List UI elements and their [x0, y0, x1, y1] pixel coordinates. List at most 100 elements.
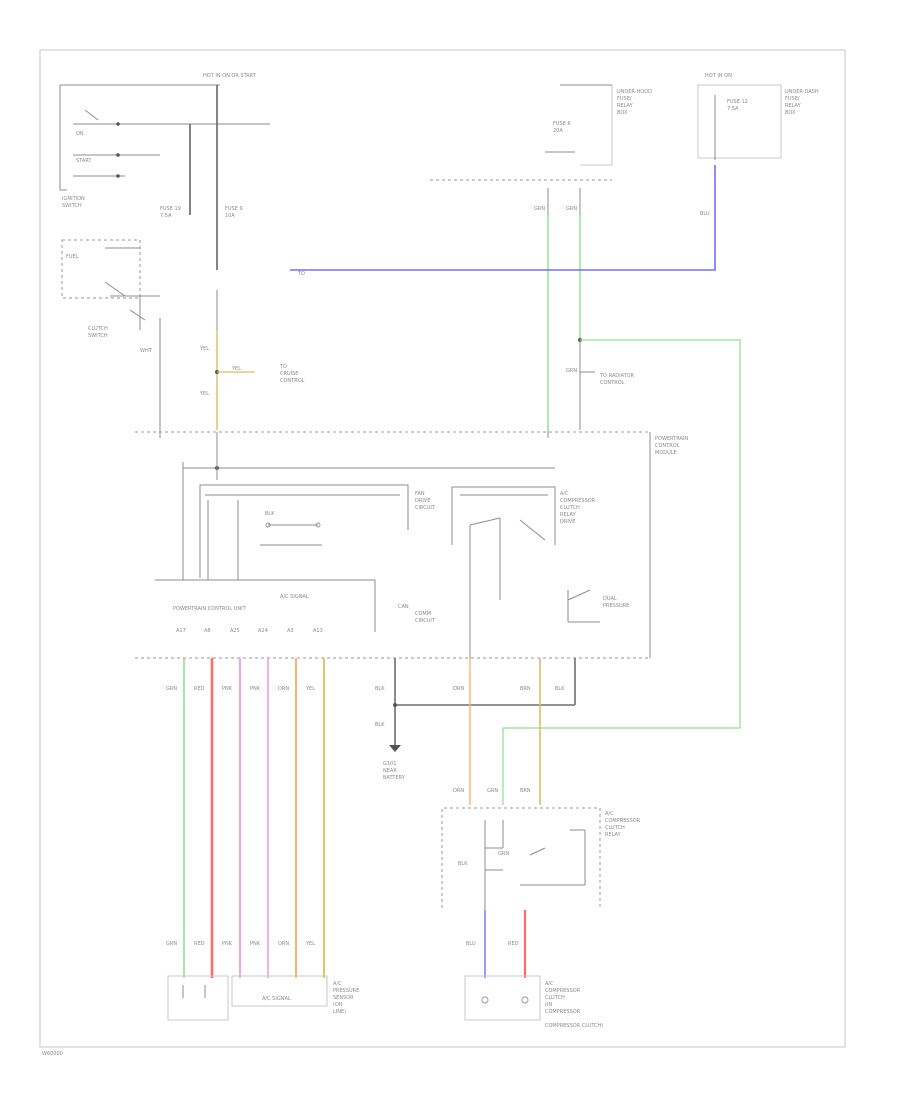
acc-label-2: COMPRESSOR — [545, 988, 581, 994]
ud-label-1: UNDER-DASH — [785, 89, 819, 95]
gnd-wire-3: BLK — [555, 686, 565, 692]
ignition-pos-start: START — [76, 158, 92, 164]
under-dash-fuse-box: HOT IN ON FUSE 12 7.5A UNDER-DASH FUSE/ … — [697, 73, 819, 160]
fuse9-label: FUSE 9 — [225, 206, 243, 212]
ac-compressor-clutch: A/C COMPRESSOR CLUTCH (IN COMPRESSOR COM… — [464, 975, 603, 1029]
radiator-label-2: CONTROL — [600, 380, 625, 386]
gnd-label-2: NEAR — [383, 768, 397, 774]
gnd-wire-1: BLK — [375, 686, 385, 692]
can-label-1: CAN — [398, 604, 409, 610]
uh-wire-1: GRN — [534, 206, 545, 212]
ignition-label-1: IGNITION — [62, 196, 85, 202]
to-defroster: TO — [297, 271, 305, 277]
fan-drive-wire: BLK — [265, 511, 275, 517]
wire-label-2b: RED — [194, 941, 205, 947]
can-label-2: COMM — [415, 611, 431, 617]
footer-ref: W60000 — [42, 1051, 63, 1057]
acr-label-4: RELAY — [605, 832, 622, 838]
sensor-sub: A/C SIGNAL — [262, 996, 291, 1002]
wire-label-4b: PNK — [250, 941, 261, 947]
ignition-switch: HOT IN ON OR START IGNITION SWITCH ON ST… — [59, 73, 270, 209]
acc-label-6: COMPRESSOR CLUTCH) — [545, 1023, 603, 1029]
pin-labels: A17 A8 A25 A24 A3 A13 — [176, 628, 323, 634]
green-wire-to-relay — [502, 339, 741, 805]
pcm-label-1: POWERTRAIN — [655, 436, 688, 442]
relay-int-2: GRN — [498, 851, 509, 857]
wire-label-6b: YEL — [305, 941, 315, 947]
gnd-label-3: BATTERY — [383, 775, 406, 781]
fuelcut-label: FUEL — [66, 254, 79, 260]
fan-drive-label-2: DRIVE — [415, 498, 430, 504]
fuse19-label: FUSE 19 — [160, 206, 181, 212]
wire-label-1: GRN — [166, 686, 177, 692]
wire-label-2: RED — [194, 686, 205, 692]
pin-4: A24 — [258, 628, 268, 634]
acr-label-3: CLUTCH — [605, 825, 625, 831]
ud-fuse-amp: 7.5A — [727, 106, 739, 112]
ud-hot-label: HOT IN ON — [705, 73, 732, 79]
ud-label-3: RELAY — [785, 103, 802, 109]
output-wires: GRN RED PNK PNK ORN YEL GRN RED PNK PNK … — [166, 658, 325, 978]
ud-fuse: FUSE 12 — [727, 99, 748, 105]
pin-2: A8 — [204, 628, 211, 634]
ignition-hot-label: HOT IN ON OR START — [203, 73, 257, 79]
ud-label-4: BOX — [785, 110, 796, 116]
uh-label-2: FUSE/ — [617, 96, 632, 102]
to-radiator: TO RADIATOR CONTROL — [599, 373, 635, 386]
wire-label-3: PNK — [222, 686, 233, 692]
fuse19-amp: 7.5A — [160, 213, 172, 219]
relay-int-1: BLK — [458, 861, 468, 867]
ignition-pos-on: ON — [76, 131, 84, 137]
powertrain-control-module: POWERTRAIN CONTROL MODULE BLK FAN DRIVE … — [135, 431, 688, 659]
uh-wire-2: GRN — [566, 206, 577, 212]
uh-label-4: BOX — [617, 110, 628, 116]
to-junction: TO CRUISE CONTROL — [279, 364, 305, 384]
uh-fuse: FUSE 6 — [553, 121, 571, 127]
orange-label: ORN — [453, 686, 464, 692]
uh-label-3: RELAY — [617, 103, 634, 109]
wire-label-4: PNK — [250, 686, 261, 692]
red-clutch-label: RED — [508, 941, 519, 947]
ground-g101: BLK BLK BLK G101 NEAR BATTERY — [375, 658, 576, 781]
acc-label-3: CLUTCH — [545, 995, 565, 1001]
can-label-3: CIRCUIT — [415, 618, 436, 624]
wire-label-6: YEL — [305, 686, 315, 692]
junction-label-1: TO — [279, 364, 287, 370]
mc-label-2: COMPRESSOR — [560, 498, 596, 504]
sensor-label-1: A/C — [333, 981, 342, 987]
pin-6: A13 — [313, 628, 323, 634]
uh-fuse-amp: 20A — [553, 128, 563, 134]
blue-wire-label: BLU — [700, 211, 710, 217]
sensor-label-4: (ON — [333, 1002, 343, 1008]
sensor-label-2: PRESSURE — [333, 988, 359, 994]
green-label-b: GRN — [487, 788, 498, 794]
acr-label-2: COMPRESSOR — [605, 818, 641, 824]
radiator-label-1: TO RADIATOR — [599, 373, 635, 379]
wire-label-5b: ORN — [278, 941, 289, 947]
fuse9-amp: 10A — [225, 213, 235, 219]
dual-label-1: DUAL — [603, 596, 617, 602]
mc-label-5: DRIVE — [560, 519, 575, 525]
defroster-label-1: TO — [297, 271, 305, 277]
green-wire-label: GRN — [566, 368, 577, 374]
pin-3: A25 — [230, 628, 240, 634]
fuse-block-main: FUSE 19 7.5A FUSE 9 10A — [160, 206, 243, 219]
clutch-wire-color: WHT — [140, 348, 153, 354]
acc-label-4: (IN — [545, 1002, 552, 1008]
fan-drive-label-3: CIRCUIT — [415, 505, 436, 511]
gnd-label-1: G101 — [383, 761, 396, 767]
acc-label-1: A/C — [545, 981, 554, 987]
wire-label-1b: GRN — [166, 941, 177, 947]
fan-drive-label-1: FAN — [415, 491, 425, 497]
yel-label-3: YEL — [199, 391, 209, 397]
wire-label-3b: PNK — [222, 941, 233, 947]
ac-compressor-clutch-relay: A/C COMPRESSOR CLUTCH RELAY BLK GRN — [441, 807, 641, 910]
junction-label-2: CRUISE — [280, 371, 298, 377]
mc-label-1: A/C — [560, 491, 569, 497]
orange-label-b: ORN — [453, 788, 464, 794]
junction-label-3: CONTROL — [280, 378, 305, 384]
uh-label-1: UNDER-HOOD — [617, 89, 652, 95]
dual-label-2: PRESSURE — [603, 603, 629, 609]
ac-signal-label: A/C SIGNAL — [280, 594, 309, 600]
